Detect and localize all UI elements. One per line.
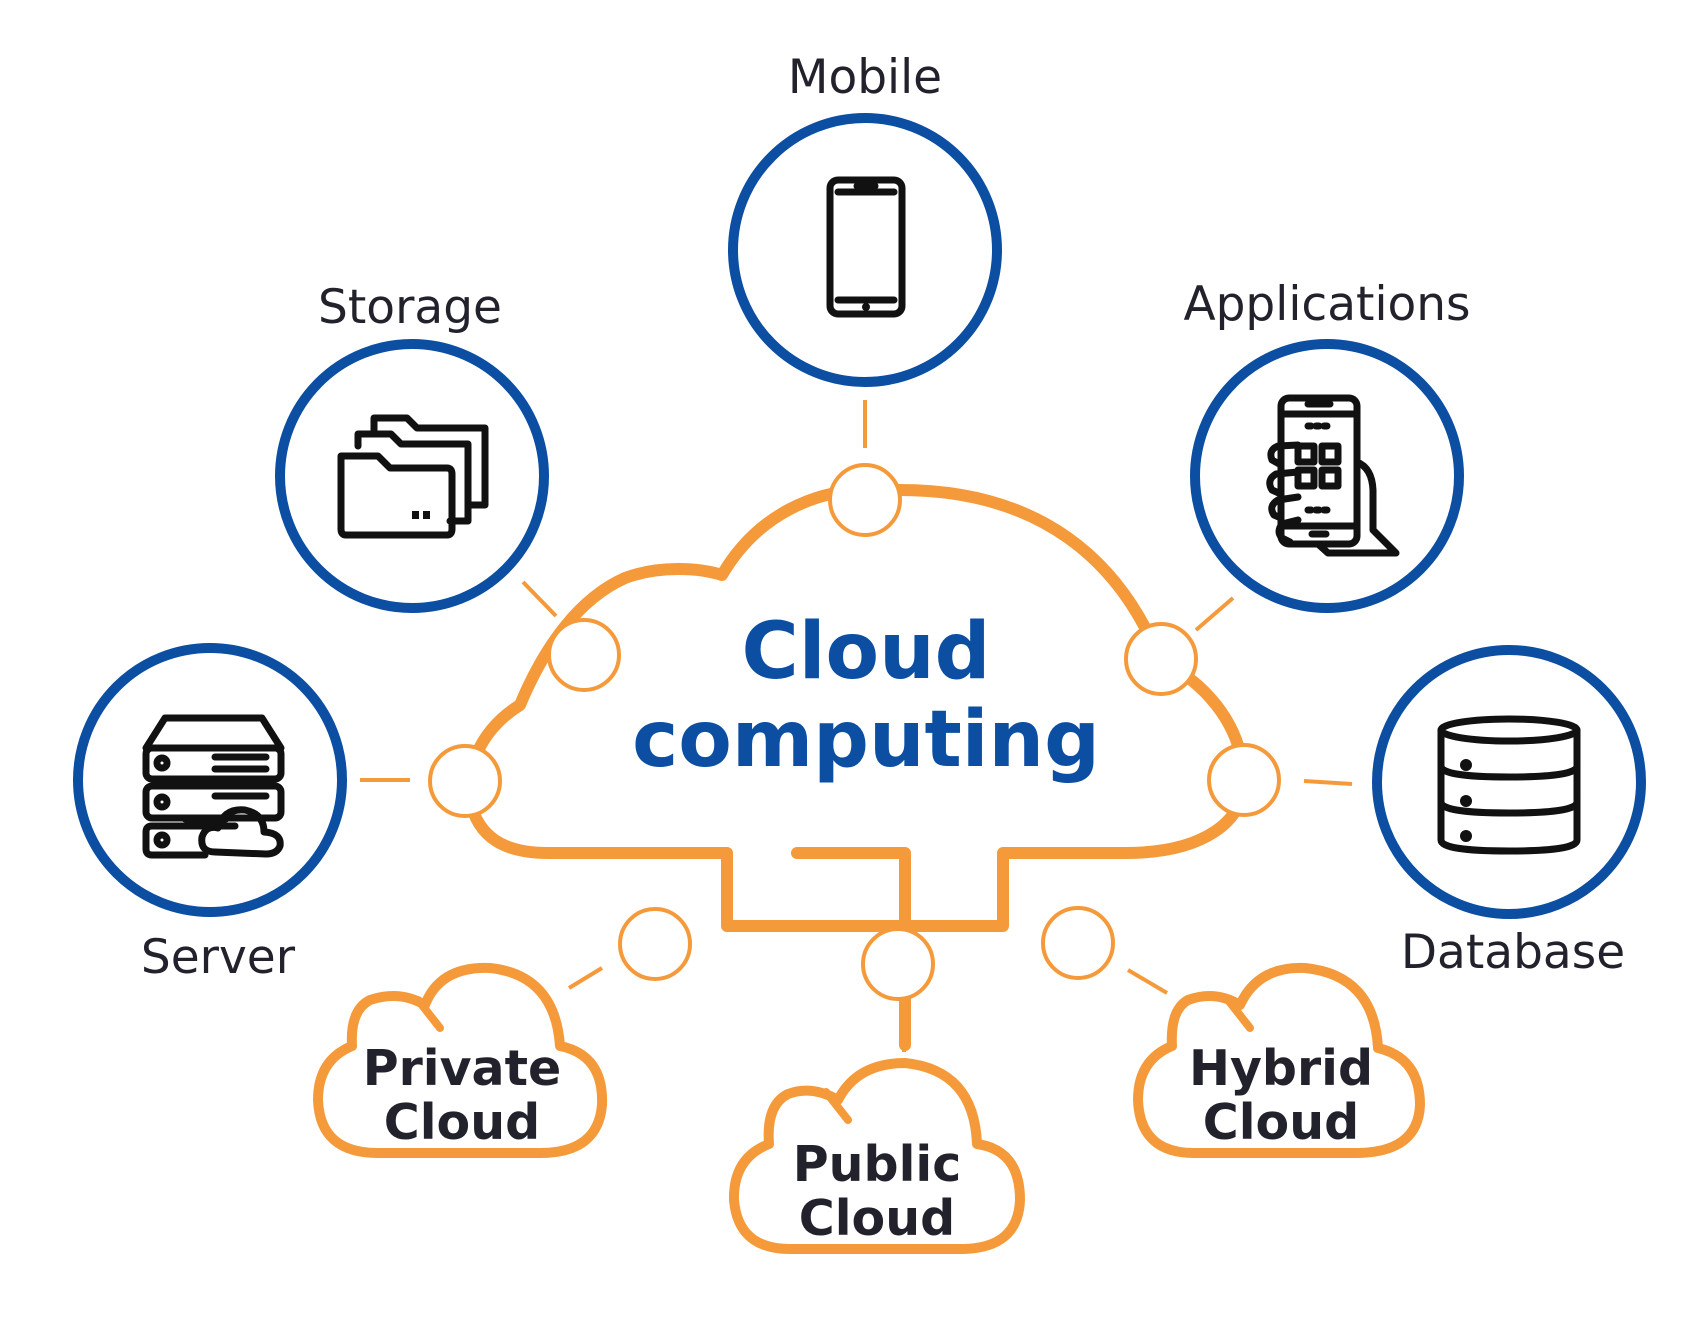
applications-label: Applications	[1183, 277, 1470, 332]
connector-hybrid-cloud	[1126, 968, 1169, 995]
hybrid-cloud-bubble: Hybrid Cloud	[1133, 962, 1425, 1158]
junction-node-right	[1207, 743, 1281, 817]
junction-node-upper-right	[1124, 622, 1198, 696]
public-cloud-label-line1: Public	[793, 1136, 962, 1193]
junction-node-upper-left	[547, 618, 621, 692]
diagram-title-line1: Cloud	[742, 607, 991, 697]
storage-label: Storage	[318, 280, 502, 335]
private-cloud-label-line2: Cloud	[384, 1094, 540, 1151]
server-rack-cloud-icon	[142, 714, 285, 859]
hybrid-cloud-label-line2: Cloud	[1203, 1094, 1359, 1151]
database-label: Database	[1401, 925, 1625, 980]
private-cloud-label-line1: Private	[363, 1040, 562, 1097]
connector-applications	[1194, 596, 1235, 632]
junction-node-top	[828, 463, 902, 537]
junction-node-public	[861, 927, 935, 1001]
database-icon	[1437, 715, 1581, 855]
server-label: Server	[141, 930, 296, 985]
hand-holding-phone-apps-icon	[1266, 394, 1400, 557]
connector-database	[1303, 779, 1353, 786]
public-cloud-bubble: Public Cloud	[728, 1058, 1025, 1254]
folders-icon	[337, 414, 489, 539]
public-cloud-label-line2: Cloud	[799, 1190, 955, 1247]
applications-ring	[1190, 339, 1464, 613]
diagram-title-line2: computing	[632, 695, 1100, 785]
database-ring	[1372, 645, 1646, 919]
junction-node-hybrid	[1041, 906, 1115, 980]
junction-node-private	[618, 907, 692, 981]
storage-ring	[275, 339, 549, 613]
connector-storage	[521, 580, 558, 618]
mobile-ring	[728, 113, 1002, 387]
mobile-phone-icon	[826, 176, 906, 318]
private-cloud-bubble: Private Cloud	[313, 962, 608, 1158]
junction-node-left	[428, 744, 502, 818]
hybrid-cloud-label-line1: Hybrid	[1189, 1040, 1373, 1097]
mobile-label: Mobile	[788, 50, 942, 105]
connector-private-cloud	[567, 966, 604, 990]
